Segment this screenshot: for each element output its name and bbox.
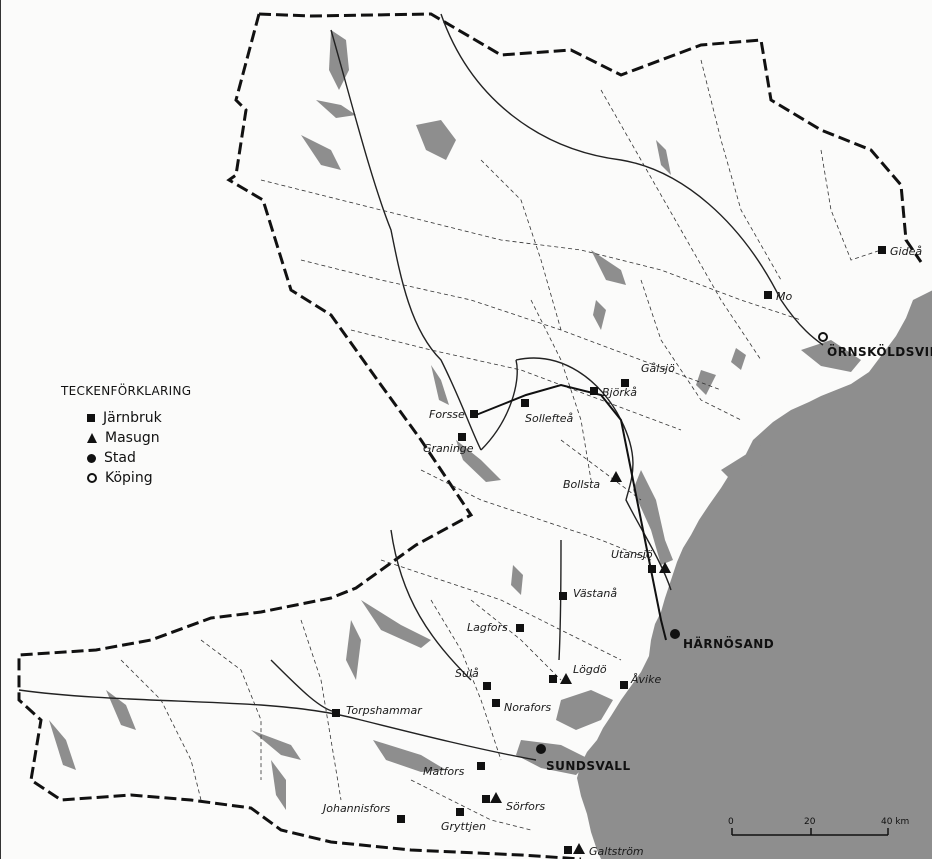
- marker-sundsvall: [536, 744, 546, 754]
- legend-label: Köping: [105, 470, 153, 486]
- label-sorfors: Sörfors: [506, 800, 545, 813]
- fjord: [556, 690, 613, 730]
- label-solleftea: Sollefteå: [525, 412, 574, 425]
- scale-bar: 0 20 40 km: [728, 817, 909, 836]
- marker-solleftea: [521, 399, 529, 407]
- legend: TECKENFÖRKLARING Järnbruk Masugn Stad Kö…: [61, 384, 261, 488]
- legend-title: TECKENFÖRKLARING: [61, 384, 192, 398]
- sea: [577, 290, 932, 859]
- marker-avike: [620, 681, 628, 689]
- label-sula: Sulå: [455, 667, 479, 680]
- marker-johannisfors: [397, 815, 405, 823]
- marker-norafors: [492, 699, 500, 707]
- square-icon: [87, 414, 95, 422]
- place-markers: [332, 246, 886, 854]
- label-bjorka: Björkå: [602, 386, 637, 399]
- roads: [120, 59, 882, 831]
- marker-galtstrom: [564, 846, 572, 854]
- label-sundsvall: SUNDSVALL: [546, 759, 631, 773]
- marker-vastana: [559, 592, 567, 600]
- triangle-icon: [87, 433, 97, 443]
- legend-label: Stad: [104, 450, 136, 466]
- marker-matfors: [477, 762, 485, 770]
- legend-item-masugn: Masugn: [61, 428, 261, 448]
- legend-label: Masugn: [105, 430, 160, 446]
- railway: [475, 383, 667, 641]
- lakes: [49, 30, 746, 810]
- fjord: [516, 740, 591, 775]
- label-norafors: Norafors: [504, 701, 551, 714]
- scale-label-0: 0: [728, 817, 734, 827]
- label-galsjo: Gålsjö: [641, 362, 675, 375]
- label-logdo: Lögdö: [573, 663, 607, 676]
- scale-label-40: 40 km: [881, 817, 909, 827]
- label-graninge: Graninge: [423, 442, 474, 455]
- marker-bollsta: [610, 471, 622, 482]
- fjord: [801, 340, 861, 372]
- label-ornskoldsvik: ÖRNSKÖLDSVIK: [827, 344, 932, 359]
- county-border: [17, 13, 582, 859]
- marker-mo: [764, 291, 772, 299]
- label-johannisfors: Johannisfors: [321, 802, 391, 815]
- fjord: [721, 440, 791, 480]
- legend-item-stad: Stad: [61, 448, 261, 468]
- marker-utansjo: [648, 565, 656, 573]
- county-border: [258, 12, 923, 263]
- marker-ornskoldsvik: [818, 332, 828, 342]
- marker-logdo: [549, 675, 557, 683]
- legend-item-koping: Köping: [61, 468, 261, 488]
- marker-harnosand: [670, 629, 680, 639]
- label-forsse: Forsse: [429, 408, 465, 421]
- marker-torpshammar: [332, 709, 340, 717]
- marker-bjorka: [590, 387, 598, 395]
- ring-icon: [87, 473, 97, 483]
- label-avike: Åvike: [630, 673, 661, 686]
- label-torpshammar: Torpshammar: [346, 704, 423, 717]
- marker-forsse: [470, 410, 478, 418]
- place-labels: Gideå Mo ÖRNSKÖLDSVIK Gålsjö Björkå Fors…: [321, 245, 932, 858]
- marker-logdo-masugn: [560, 673, 572, 684]
- label-harnosand: HÄRNÖSAND: [683, 636, 774, 651]
- fjord: [633, 470, 673, 565]
- scale-label-20: 20: [804, 817, 816, 827]
- marker-sula: [483, 682, 491, 690]
- label-utansjo: Utansjö: [611, 548, 653, 561]
- legend-item-jarnbruk: Järnbruk: [61, 408, 261, 428]
- marker-utansjo-masugn: [659, 562, 671, 573]
- marker-graninge: [458, 433, 466, 441]
- label-gryttjen: Gryttjen: [441, 820, 486, 833]
- label-matfors: Matfors: [423, 765, 465, 778]
- marker-gryttjen: [456, 808, 464, 816]
- legend-label: Järnbruk: [103, 410, 162, 426]
- marker-sorfors: [482, 795, 490, 803]
- label-lagfors: Lagfors: [467, 621, 508, 634]
- marker-galsjo: [621, 379, 629, 387]
- marker-sorfors-masugn: [490, 792, 502, 803]
- label-bollsta: Bollsta: [563, 478, 600, 491]
- label-gidea: Gideå: [890, 245, 922, 258]
- marker-gidea: [878, 246, 886, 254]
- dot-icon: [87, 453, 96, 463]
- label-vastana: Västanå: [573, 587, 617, 600]
- marker-lagfors: [516, 624, 524, 632]
- label-mo: Mo: [776, 290, 792, 303]
- label-galtstrom: Galtström: [589, 845, 644, 858]
- marker-galtstrom-masugn: [573, 843, 585, 854]
